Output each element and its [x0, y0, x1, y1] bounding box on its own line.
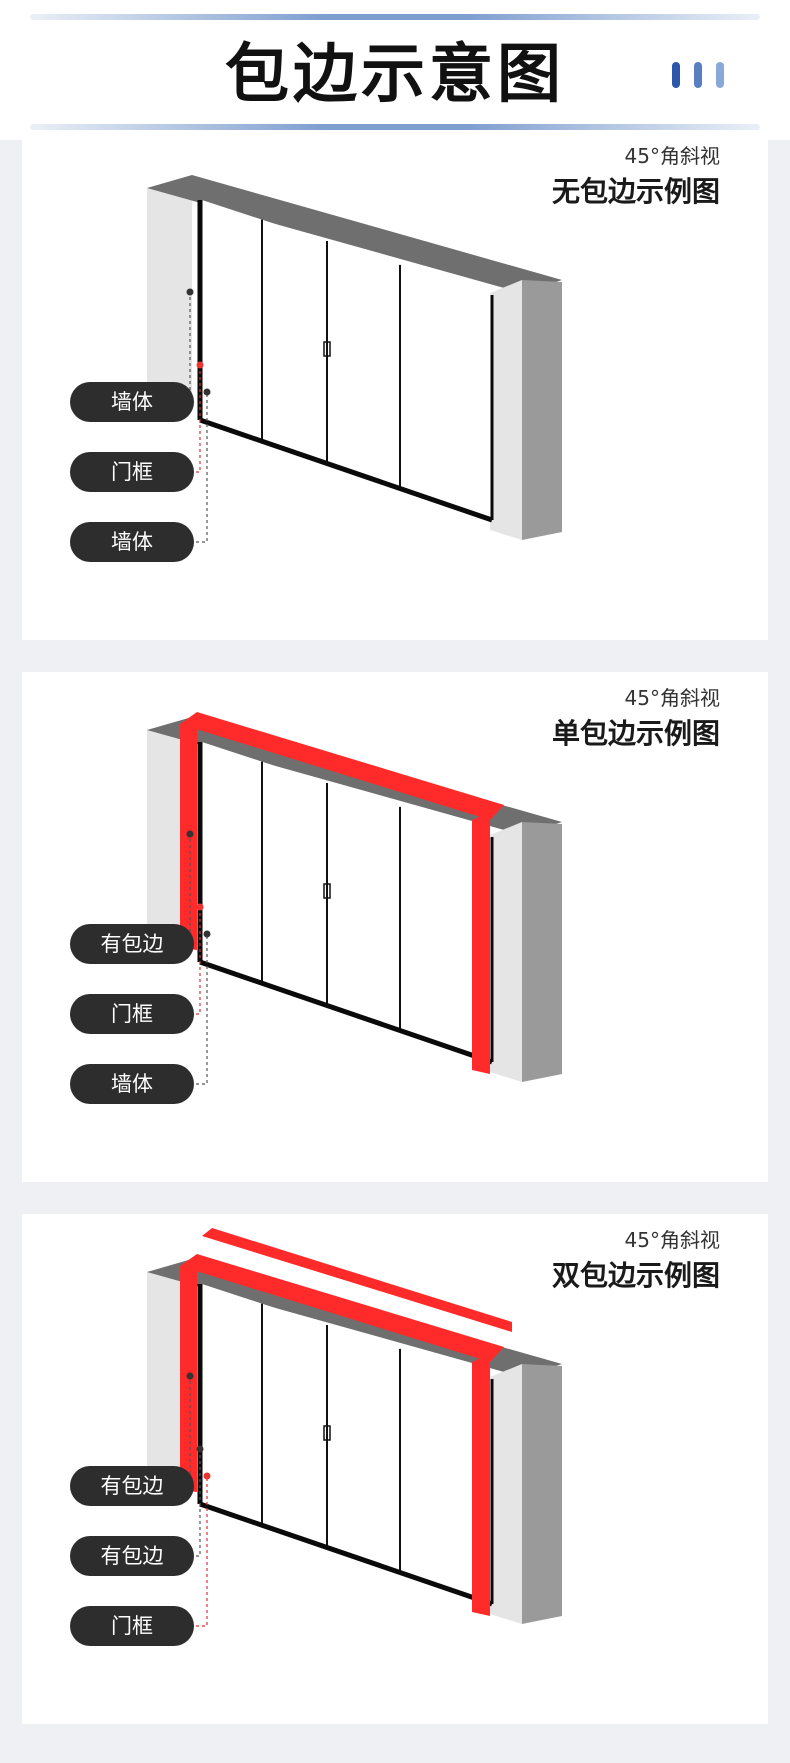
panel-single-trim: 45°角斜视 单包边示例图 有包边 门框 墙体 [22, 672, 768, 1182]
panel-no-trim: 45°角斜视 无包边示例图 墙体 门框 墙体 [22, 130, 768, 640]
header: 包边示意图 [0, 0, 790, 140]
label-pill: 墙体 [70, 522, 194, 562]
label-pill: 门框 [70, 452, 194, 492]
leader-dot [196, 1445, 204, 1453]
handle-icon [323, 341, 331, 357]
glass-area [202, 1284, 492, 1604]
label-pill: 有包边 [70, 924, 194, 964]
leader-dot [196, 361, 204, 369]
trim-right [472, 812, 490, 1074]
header-dots-icon [672, 62, 738, 90]
leader-dot [203, 1472, 211, 1480]
right-wall-side [522, 280, 562, 540]
leader-dot [196, 903, 204, 911]
top-beam [147, 175, 562, 293]
frame-bottom-rail [199, 417, 493, 523]
right-wall-side [522, 822, 562, 1082]
panel-subtitle: 45°角斜视 [624, 144, 720, 168]
frame-bottom-rail [199, 959, 493, 1065]
dot-icon [716, 62, 724, 88]
leader-dot [203, 930, 211, 938]
panel-double-trim: 45°角斜视 双包边示例图 有包边 有包边 门框 [22, 1214, 768, 1724]
right-wall-front [490, 1364, 522, 1624]
label-pill: 门框 [70, 1606, 194, 1646]
header-decor-bar-bottom [30, 124, 760, 130]
right-wall-front [490, 280, 522, 540]
leader-dot [203, 388, 211, 396]
leader-dot [186, 288, 194, 296]
trim-right [472, 1354, 490, 1616]
handle-icon [323, 883, 331, 899]
panel-subtitle: 45°角斜视 [624, 1228, 720, 1252]
page-title: 包边示意图 [225, 38, 565, 112]
glass-area [202, 200, 492, 520]
dot-icon [672, 62, 680, 88]
door-diagram [147, 712, 562, 1085]
header-decor-bar-top [30, 14, 760, 20]
label-pill: 墙体 [70, 1064, 194, 1104]
trim-top-back [202, 1228, 512, 1332]
panel-title: 无包边示例图 [551, 175, 720, 208]
left-wall [147, 180, 192, 408]
panel-title: 单包边示例图 [551, 717, 720, 750]
glass-area [202, 742, 492, 1062]
trim-top [180, 712, 504, 820]
label-pill: 有包边 [70, 1536, 194, 1576]
trim-top [180, 1254, 504, 1362]
dot-icon [694, 62, 702, 88]
right-wall-front [490, 822, 522, 1082]
handle-icon [323, 1425, 331, 1441]
label-pill: 墙体 [70, 382, 194, 422]
label-pill: 有包边 [70, 1466, 194, 1506]
right-wall-side [522, 1364, 562, 1624]
door-diagram [147, 1228, 562, 1627]
panel-title: 双包边示例图 [551, 1259, 720, 1292]
label-pill: 门框 [70, 994, 194, 1034]
door-diagram [147, 175, 562, 543]
leader-dot [186, 830, 194, 838]
panel-subtitle: 45°角斜视 [624, 686, 720, 710]
leader-dot [186, 1372, 194, 1380]
frame-bottom-rail [199, 1501, 493, 1607]
